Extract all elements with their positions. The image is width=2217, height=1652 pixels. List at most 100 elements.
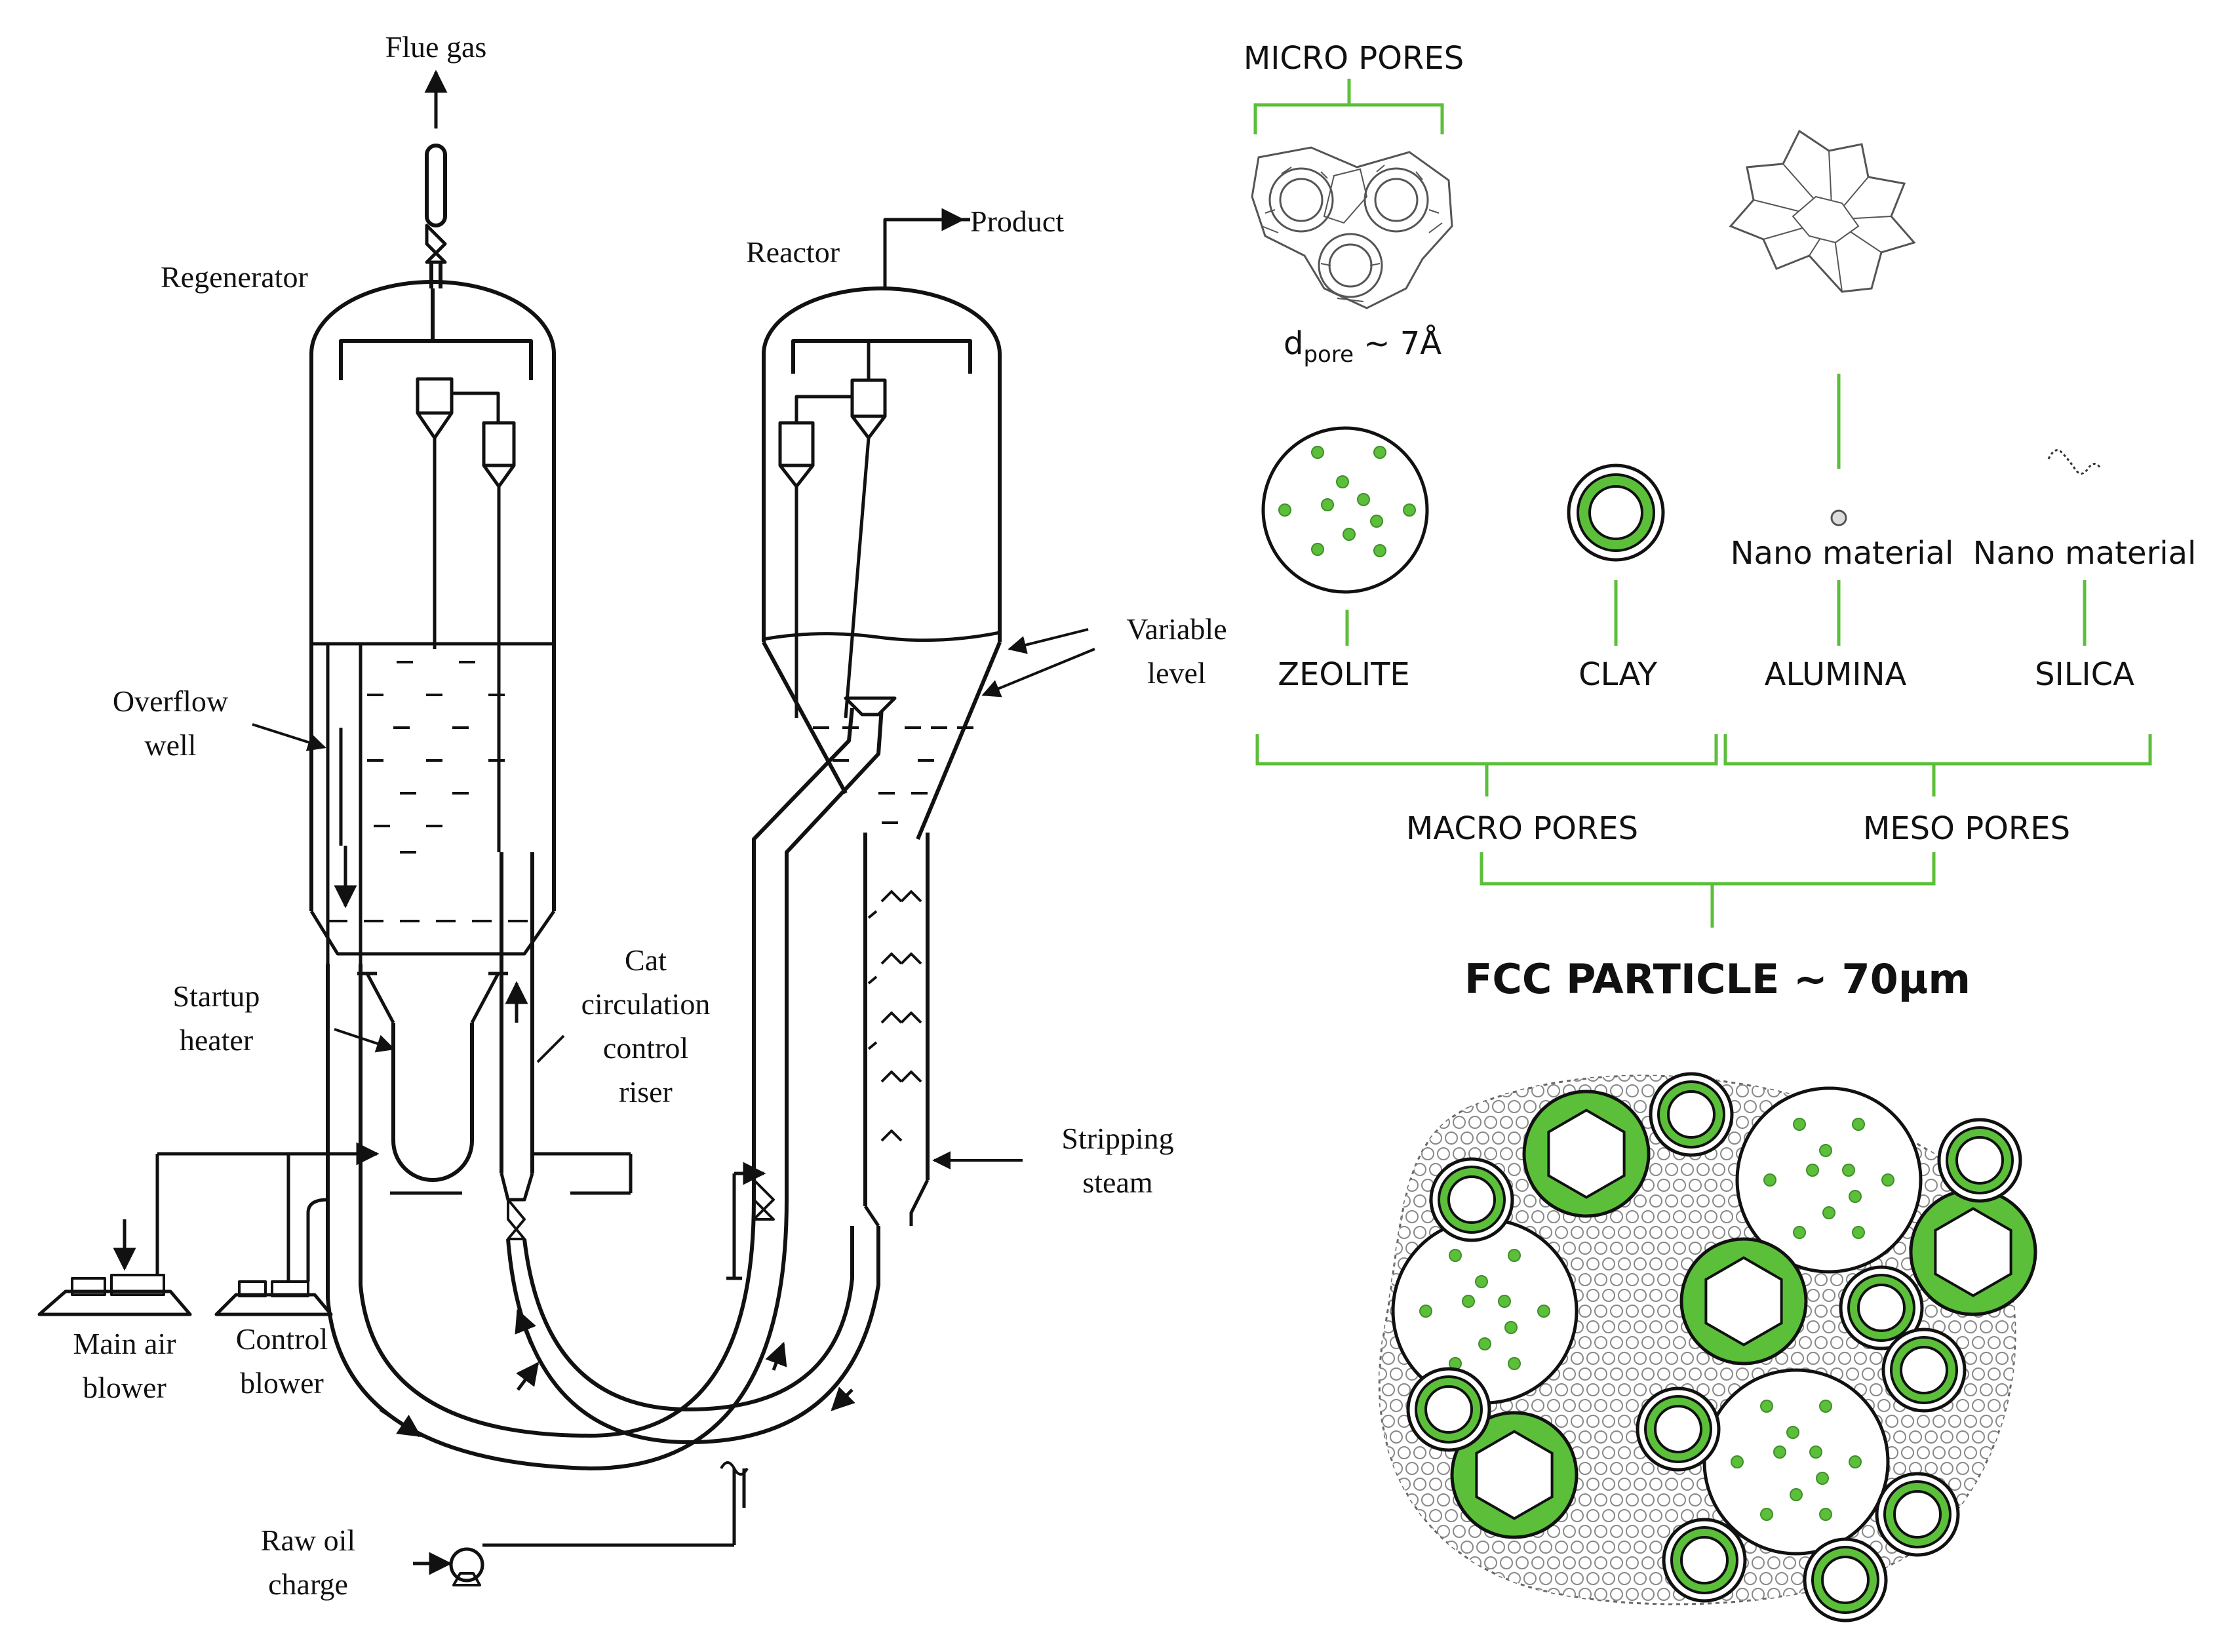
bead [1571, 1603, 1584, 1605]
bead [1594, 1367, 1607, 1381]
bead [1382, 1257, 1395, 1270]
bead [1815, 1305, 1828, 1318]
bead [2028, 1478, 2039, 1490]
bead [2035, 1337, 2047, 1348]
bead [1901, 1075, 1914, 1082]
bead [1453, 1084, 1466, 1097]
bead [1586, 1478, 1599, 1491]
bead [1516, 1179, 1529, 1192]
bead [1492, 1100, 1505, 1113]
bead [1641, 1273, 1655, 1286]
bead [1791, 1572, 1804, 1585]
bead [2028, 1101, 2039, 1112]
bead [1940, 1556, 1953, 1569]
zeolite-dot [1793, 1118, 1806, 1131]
bead [1382, 1603, 1395, 1605]
bead [1579, 1525, 1592, 1538]
bead [1634, 1075, 1647, 1082]
bead [1453, 1588, 1466, 1601]
bead [2020, 1525, 2031, 1537]
zeolite-dot [1763, 1173, 1776, 1187]
bead [1964, 1075, 1977, 1082]
bead [1421, 1493, 1434, 1506]
bead [1972, 1430, 1985, 1444]
bead [1382, 1478, 1395, 1491]
bead [1995, 1383, 2009, 1396]
bead [1673, 1336, 1686, 1349]
bead [1948, 1572, 1961, 1585]
bead [1618, 1352, 1631, 1365]
bead [2028, 1195, 2039, 1207]
bead [1697, 1603, 1710, 1605]
bead [1586, 1415, 1599, 1428]
bead [1744, 1075, 1757, 1082]
bead [1445, 1075, 1458, 1082]
bead [1563, 1367, 1576, 1381]
bead [1689, 1210, 1702, 1223]
bead [1626, 1588, 1639, 1601]
bead [1367, 1352, 1379, 1364]
bead [1933, 1075, 1946, 1082]
bead [1437, 1493, 1450, 1506]
bead [1382, 1541, 1395, 1554]
bead [1610, 1367, 1623, 1381]
bead [1807, 1352, 1820, 1365]
bead [1649, 1320, 1662, 1333]
bead [1367, 1321, 1379, 1333]
fcc-unit-labels: Flue gas Regenerator Reactor Product Ove… [73, 30, 1226, 1601]
pore-brackets [1255, 734, 2152, 928]
bead [1626, 1493, 1639, 1506]
bead [1429, 1509, 1442, 1522]
bead [1602, 1257, 1615, 1270]
bead [1657, 1367, 1670, 1381]
label-control-blower-2: blower [240, 1366, 324, 1400]
bead [1453, 1525, 1466, 1538]
bead [1626, 1367, 1639, 1381]
bead [1759, 1075, 1773, 1082]
bead [1940, 1116, 1953, 1129]
bead [1390, 1210, 1403, 1223]
bead [1925, 1305, 1938, 1318]
bead [1893, 1430, 1906, 1444]
bead [1641, 1525, 1655, 1538]
bead [1649, 1257, 1662, 1270]
bead [1405, 1084, 1419, 1097]
zeolite-dot [1508, 1249, 1521, 1262]
bead [1704, 1367, 1717, 1381]
bead [1634, 1572, 1647, 1585]
bead [1586, 1572, 1599, 1585]
bead [2003, 1556, 2016, 1569]
bead [1736, 1367, 1749, 1381]
bead [1634, 1320, 1647, 1333]
bead [1854, 1075, 1867, 1082]
label-raw-oil-charge-2: charge [268, 1567, 348, 1601]
bead [1948, 1541, 1961, 1554]
bead [1909, 1556, 1922, 1569]
bead [1429, 1100, 1442, 1113]
bead [1634, 1289, 1647, 1302]
zeolite-dot [1786, 1426, 1799, 1439]
bead [1547, 1399, 1560, 1412]
bead [1712, 1194, 1725, 1208]
bead [1980, 1100, 1993, 1113]
bead [1925, 1588, 1938, 1601]
bead [2028, 1352, 2039, 1364]
bead [1988, 1367, 2001, 1381]
bead [1413, 1541, 1426, 1554]
bead [1602, 1075, 1615, 1082]
bead [1579, 1462, 1592, 1475]
bead [1838, 1352, 1851, 1365]
bead [1594, 1430, 1607, 1444]
reactor-vessel [752, 208, 1002, 1227]
bead [1579, 1367, 1592, 1381]
bead [1367, 1132, 1379, 1144]
bead [1657, 1588, 1670, 1601]
bead [1736, 1084, 1749, 1097]
bead [1649, 1075, 1662, 1082]
bead [1720, 1147, 1733, 1160]
bead [1602, 1383, 1615, 1396]
bead [1988, 1430, 2001, 1444]
bead [1547, 1084, 1560, 1097]
bead [1382, 1509, 1395, 1522]
bead [1657, 1305, 1670, 1318]
